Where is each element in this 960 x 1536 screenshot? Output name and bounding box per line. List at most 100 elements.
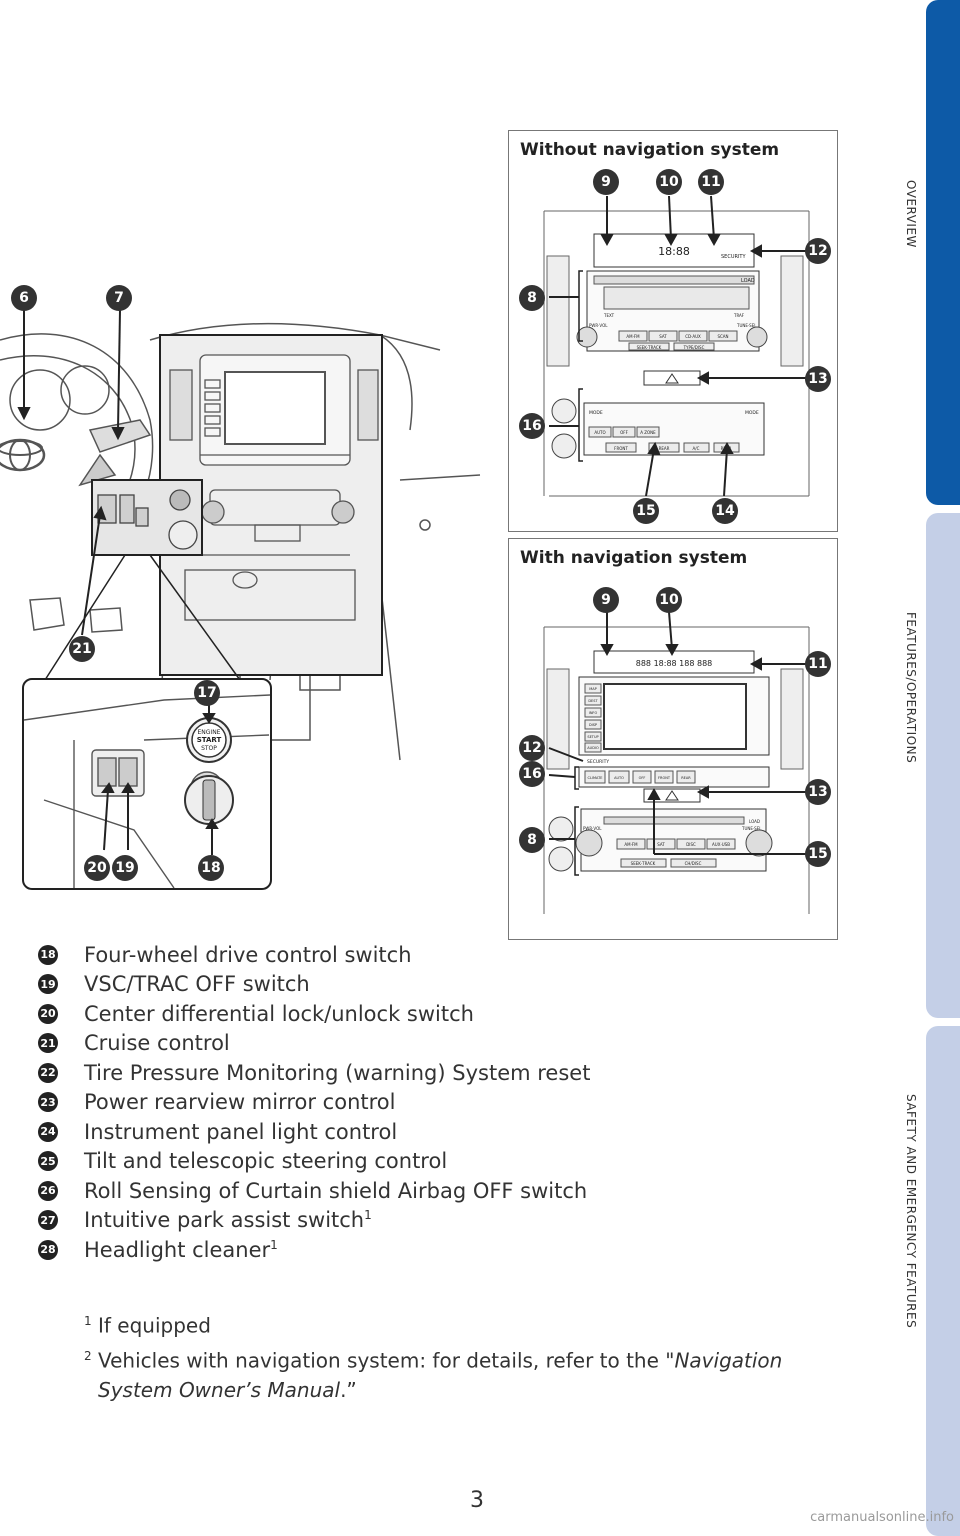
wo-auto: AUTO <box>594 430 605 435</box>
panel-without-navigation-title: Without navigation system <box>520 140 780 160</box>
tab-overview-label: OVERVIEW <box>904 180 918 248</box>
legend-text: Power rearview mirror control <box>84 1090 396 1115</box>
legend-badge: 26 <box>38 1180 58 1201</box>
wn-rear: REAR <box>681 776 691 780</box>
wo-am-fm: AM·FM <box>626 334 640 339</box>
wo-mode-r: MODE <box>745 410 759 416</box>
wn-pwr-vol: PWR·VOL <box>583 826 602 831</box>
wo-ac: A/C <box>693 446 700 451</box>
wo-callout-8: 8 <box>519 285 545 311</box>
legend-text: VSC/TRAC OFF switch <box>84 972 310 997</box>
footnote-2-marker: 2 <box>84 1348 92 1363</box>
legend-badge: 20 <box>38 1003 58 1024</box>
wn-am-fm: AM·FM <box>624 842 638 847</box>
panel-with-navigation-title: With navigation system <box>520 548 748 568</box>
wn-disc: DISC <box>686 842 696 847</box>
wo-callout-11: 11 <box>698 169 724 195</box>
wo-sat: SAT <box>659 334 667 339</box>
wo-callout-12: 12 <box>805 238 831 264</box>
tab-safety-emergency[interactable] <box>926 1026 960 1536</box>
switch-inset: ENGINE START STOP <box>22 678 272 890</box>
panel-with-navigation: With navigation system 888 18:88 188 888… <box>508 538 838 940</box>
wn-menu-dest: DEST <box>588 699 598 703</box>
callout-7: 7 <box>106 285 132 311</box>
wn-auto: AUTO <box>614 776 624 780</box>
wo-scan: SCAN <box>717 334 728 339</box>
legend-text: Instrument panel light control <box>84 1119 398 1144</box>
wn-callout-10: 10 <box>656 587 682 613</box>
wo-callout-15: 15 <box>633 498 659 524</box>
wn-load: LOAD <box>749 819 760 824</box>
wo-text: TEXT <box>603 313 615 318</box>
wn-ch-disc: CH/DISC <box>685 861 702 866</box>
tab-overview[interactable] <box>926 0 960 505</box>
wo-tune-sel: TUNE·SEL <box>736 323 757 328</box>
wn-callout-11: 11 <box>805 651 831 677</box>
wo-seek-track: SEEK·TRACK <box>637 345 662 350</box>
wn-menu-disp: DISP <box>589 723 597 727</box>
wo-callout-13: 13 <box>805 366 831 392</box>
dashboard-illustration <box>0 280 500 890</box>
wn-menu-map: MAP <box>589 687 597 691</box>
footnote-2: 2 Vehicles with navigation system: for d… <box>84 1341 782 1376</box>
legend-badge: 23 <box>38 1092 58 1113</box>
legend-text: Roll Sensing of Curtain shield Airbag OF… <box>84 1178 588 1203</box>
legend-text: Intuitive park assist switch1 <box>84 1208 372 1232</box>
wo-display: 18:88 <box>658 245 690 258</box>
wo-cd-aux: CD·AUX <box>685 334 701 339</box>
footnote-2-cont: System Owner’s Manual.” <box>84 1375 782 1405</box>
legend-text: Headlight cleaner1 <box>84 1238 278 1262</box>
legend-text: Tire Pressure Monitoring (warning) Syste… <box>84 1060 591 1085</box>
legend-footnote-ref: 1 <box>270 1237 278 1252</box>
callout-21: 21 <box>69 636 95 662</box>
legend-badge: 25 <box>38 1151 58 1172</box>
wn-aux-usb: AUX·USB <box>712 842 730 847</box>
wn-menu-audio: AUDIO <box>587 746 599 750</box>
callout-18: 18 <box>198 855 224 881</box>
wn-tune-sel: TUNE·SEL <box>741 826 762 831</box>
wo-callout-10: 10 <box>656 169 682 195</box>
footnote-1-text: If equipped <box>98 1313 211 1338</box>
engine-label-1: ENGINE <box>198 729 221 736</box>
legend-text: Cruise control <box>84 1031 230 1056</box>
legend-badge: 21 <box>38 1033 58 1054</box>
legend-badge: 22 <box>38 1062 58 1083</box>
callout-6: 6 <box>11 285 37 311</box>
wo-callout-9: 9 <box>593 169 619 195</box>
wn-callout-9: 9 <box>593 587 619 613</box>
engine-label-3: STOP <box>201 745 217 752</box>
wo-pwr-vol: PWR·VOL <box>589 323 608 328</box>
page-number: 3 <box>470 1488 484 1513</box>
footnote-1-marker: 1 <box>84 1314 92 1328</box>
legend-badge: 18 <box>38 944 58 965</box>
footnote-2-italic-a: Navigation <box>674 1348 783 1373</box>
legend-item: 19 VSC/TRAC OFF switch <box>38 970 590 1000</box>
wn-menu-setup: SETUP <box>587 735 598 739</box>
legend-text: Tilt and telescopic steering control <box>84 1149 448 1174</box>
wo-mode-l: MODE <box>589 410 603 416</box>
wn-callout-8: 8 <box>519 827 545 853</box>
panel-without-navigation: Without navigation system 18:88 SECURITY… <box>508 130 838 532</box>
wo-security: SECURITY <box>721 254 746 260</box>
wo-a-zone: A ZONE <box>640 430 656 435</box>
footnote-1: 1 If equipped <box>84 1306 782 1341</box>
legend-badge: 19 <box>38 974 58 995</box>
wo-traf: TRAF <box>733 313 745 318</box>
wn-climate: CLIMATE <box>588 776 603 780</box>
engine-label-2: START <box>197 736 222 744</box>
wn-sat: SAT <box>657 842 665 847</box>
wn-seek-track: SEEK·TRACK <box>631 861 656 866</box>
legend-footnote-ref: 1 <box>364 1208 372 1223</box>
legend-item: 21 Cruise control <box>38 1029 590 1059</box>
tab-features-operations[interactable] <box>926 513 960 1018</box>
legend-item: 26 Roll Sensing of Curtain shield Airbag … <box>38 1176 590 1206</box>
callout-20: 20 <box>84 855 110 881</box>
wn-callout-13: 13 <box>805 779 831 805</box>
legend-item: 23 Power rearview mirror control <box>38 1088 590 1118</box>
legend-item: 22 Tire Pressure Monitoring (warning) Sys… <box>38 1058 591 1088</box>
